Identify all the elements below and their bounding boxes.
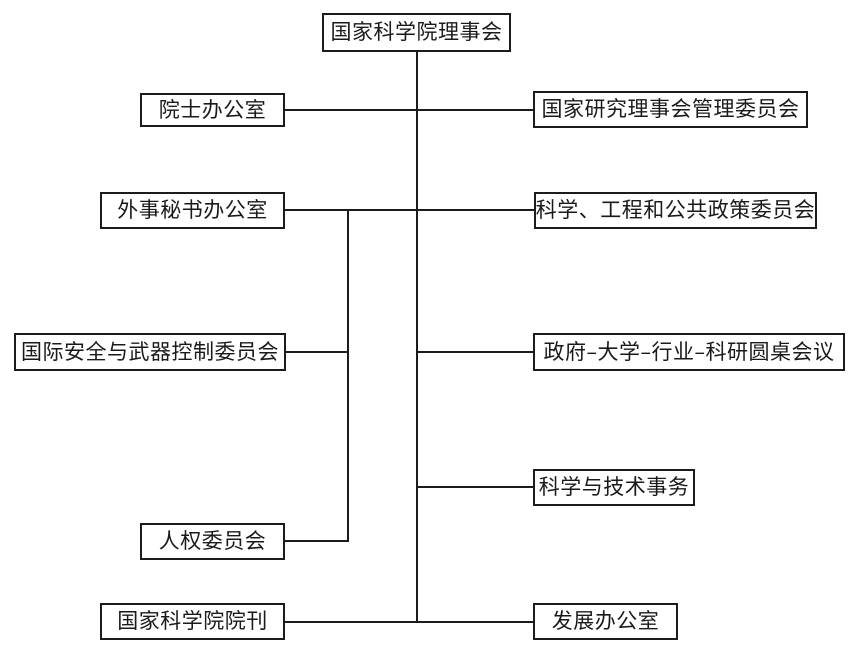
- node-science-technology-affairs: 科学与技术事务: [533, 469, 695, 506]
- node-international-security-arms-control-committee: 国际安全与武器控制委员会: [14, 333, 286, 371]
- node-gov-univ-industry-research-roundtable: 政府–大学–行业–科研圆桌会议: [533, 333, 845, 371]
- node-human-rights-committee: 人权委员会: [140, 523, 285, 560]
- node-pnas-journal: 国家科学院院刊: [100, 603, 285, 640]
- node-foreign-secretary-office: 外事秘书办公室: [100, 192, 285, 229]
- node-nrc-governing-board: 国家研究理事会管理委员会: [533, 91, 808, 128]
- node-nas-council: 国家科学院理事会: [322, 13, 511, 52]
- connector-secondary-vertical: [347, 209, 349, 542]
- connector-row2-horizontal: [285, 209, 534, 211]
- connector-row1-horizontal: [285, 109, 533, 111]
- node-academicians-office: 院士办公室: [140, 93, 285, 127]
- node-development-office: 发展办公室: [533, 603, 678, 640]
- connector-row5-horizontal: [285, 621, 533, 623]
- node-science-engineering-public-policy-committee: 科学、工程和公共政策委员会: [534, 192, 817, 229]
- connector-row4-right-horizontal: [416, 486, 533, 488]
- connector-row3-left-horizontal: [286, 351, 349, 353]
- connector-row4-left-horizontal: [285, 540, 349, 542]
- connector-main-vertical: [416, 52, 418, 622]
- connector-row3-right-horizontal: [416, 351, 533, 353]
